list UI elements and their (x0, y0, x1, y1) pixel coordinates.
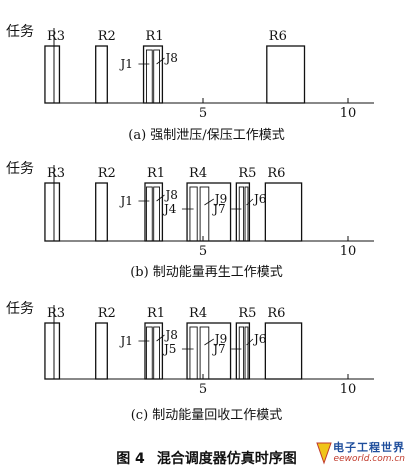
job-bar-j6 (244, 186, 249, 242)
job-label-j7: J7 (211, 202, 225, 216)
task-bar-r6 (264, 182, 303, 242)
caption-c: (c) 制动能量回收工作模式 (130, 408, 283, 423)
job-bar-j8 (153, 49, 160, 104)
task-bar-r2 (95, 45, 108, 104)
task-label-r2: R2 (98, 29, 116, 44)
caption-a: (a) 强制泄压/保压工作模式 (128, 128, 285, 143)
job-leader-line (204, 198, 215, 206)
job-leader-line (204, 338, 215, 346)
job-label-j7: J7 (211, 342, 225, 356)
y-axis-label: 任务 (6, 301, 34, 317)
job-label-j1: J1 (118, 334, 132, 348)
job-label-j8: J8 (164, 328, 178, 342)
job-label-j9: J9 (213, 332, 227, 346)
task-bar-r1 (142, 45, 164, 104)
y-axis-label: 任务 (6, 161, 34, 177)
task-label-r6: R6 (267, 166, 285, 181)
job-bar-j7 (238, 186, 245, 242)
job-bar-j8 (153, 326, 160, 380)
task-label-r6: R6 (269, 29, 287, 44)
job-label-j8: J8 (164, 188, 178, 202)
task-bar-r6 (264, 322, 303, 380)
job-leader-line (156, 194, 165, 202)
job-leader-line (156, 334, 165, 342)
job-bar-j9 (199, 186, 210, 242)
task-label-r6: R6 (267, 306, 285, 321)
task-label-r2: R2 (98, 306, 116, 321)
x-tick-label: 5 (199, 244, 207, 259)
task-bar-r6 (266, 45, 306, 104)
task-label-r5: R5 (238, 306, 256, 321)
job-bar-j1 (145, 326, 153, 380)
task-label-r5: R5 (238, 166, 256, 181)
job-label-j6: J6 (252, 192, 266, 206)
task-label-r3: R3 (47, 29, 65, 44)
watermark-logo-icon (316, 442, 332, 465)
task-label-r1: R1 (147, 306, 165, 321)
job-leader-line (156, 57, 165, 65)
job-bar-j1 (145, 49, 153, 104)
caption-b: (b) 制动能量再生工作模式 (130, 265, 283, 280)
job-bar-j9 (199, 326, 210, 380)
x-tick-label: 5 (199, 106, 207, 121)
job-bar-j1 (145, 186, 153, 242)
x-tick-label: 10 (340, 244, 357, 259)
task-label-r3: R3 (47, 306, 65, 321)
job-bar-j4 (189, 186, 198, 242)
job-label-j1: J1 (118, 194, 132, 208)
task-bar-r2 (95, 182, 108, 242)
job-label-j9: J9 (213, 192, 227, 206)
job-bar-j8 (153, 186, 160, 242)
job-leader-line (246, 338, 254, 346)
task-bar-r5 (235, 182, 251, 242)
job-label-j4: J4 (162, 202, 177, 216)
job-bar-j6 (244, 326, 249, 380)
job-label-j1: J1 (118, 57, 132, 71)
job-label-j6: J6 (252, 332, 266, 346)
job-bar-j5 (189, 326, 198, 380)
task-label-r1: R1 (147, 166, 165, 181)
task-bar-r5 (235, 322, 251, 380)
task-bar-r3 (44, 182, 61, 242)
figure-title-text: 混合调度器仿真时序图 (156, 451, 297, 467)
task-label-r3: R3 (47, 166, 65, 181)
job-label-j8: J8 (164, 51, 178, 65)
task-bar-r3 (44, 322, 61, 380)
x-tick-label: 5 (199, 382, 207, 397)
figure-title: 图 4 混合调度器仿真时序图 (0, 448, 413, 468)
watermark: 电子工程世界 eeworld.com.cn (315, 439, 407, 469)
watermark-name: 电子工程世界 (333, 441, 405, 454)
job-leader-line (246, 198, 254, 206)
task-bar-r3 (44, 45, 61, 104)
y-axis-label: 任务 (6, 24, 34, 40)
job-bar-j7 (238, 326, 245, 380)
task-label-r1: R1 (146, 29, 164, 44)
x-tick-label: 10 (340, 106, 357, 121)
watermark-url: eeworld.com.cn (333, 454, 405, 464)
task-label-r4: R4 (189, 306, 207, 321)
job-label-j5: J5 (162, 342, 176, 356)
x-tick-label: 10 (340, 382, 357, 397)
figure-number: 图 4 (116, 451, 145, 467)
task-label-r2: R2 (98, 166, 116, 181)
task-bar-r2 (95, 322, 108, 380)
task-label-r4: R4 (189, 166, 207, 181)
